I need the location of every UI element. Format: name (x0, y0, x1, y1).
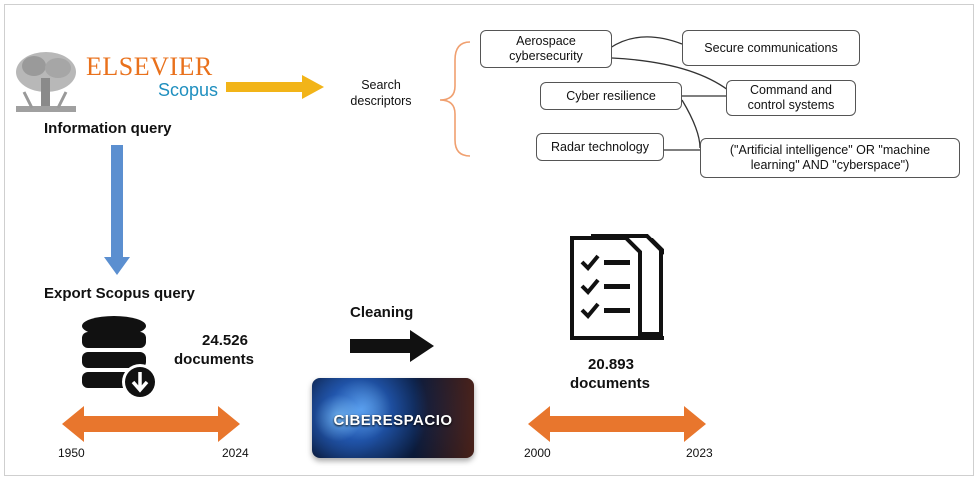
descriptor-secure-communications: Secure communications (682, 30, 860, 66)
docs-before-count: 24.526 (202, 332, 248, 349)
timeline-before-start: 1950 (58, 446, 85, 460)
search-descriptors-label: Search descriptors (350, 78, 412, 108)
docs-after-unit: documents (570, 375, 651, 392)
figure-frame (4, 4, 974, 476)
descriptor-aerospace-cybersecurity: Aerospace cybersecurity (480, 30, 612, 68)
descriptor-connectors (439, 36, 729, 157)
docs-after-count: 20.893 (588, 356, 634, 373)
cleaning-label: Cleaning (350, 304, 414, 321)
orange-bracket (439, 41, 471, 157)
descriptor-ai-ml-cyberspace: ("Artificial intelligence" OR "machine l… (700, 138, 960, 178)
cyberspace-image-text: CIBERESPACIO (333, 412, 453, 429)
blue-down-arrow-icon (104, 145, 130, 275)
descriptor-radar-technology: Radar technology (536, 133, 664, 161)
database-download-icon (82, 316, 158, 400)
information-query-label: Information query (44, 120, 172, 137)
descriptor-cyber-resilience: Cyber resilience (540, 82, 682, 110)
elsevier-wordmark: ELSEVIER (86, 52, 213, 81)
timeline-after-arrow (528, 406, 706, 442)
timeline-after-end: 2023 (686, 446, 713, 460)
yellow-arrow-icon (226, 75, 324, 99)
scopus-wordmark: Scopus (158, 80, 219, 100)
docs-before-unit: documents (174, 351, 255, 368)
timeline-before-arrow (62, 406, 240, 442)
timeline-before-end: 2024 (222, 446, 249, 460)
elsevier-tree-logo-icon (12, 48, 80, 116)
timeline-after-start: 2000 (524, 446, 551, 460)
black-right-arrow-icon (350, 330, 434, 362)
descriptor-command-control-systems: Command and control systems (726, 80, 856, 116)
checklist-documents-icon (570, 234, 664, 340)
export-query-label: Export Scopus query (44, 285, 195, 302)
cyberspace-image: CIBERESPACIO (312, 378, 474, 458)
